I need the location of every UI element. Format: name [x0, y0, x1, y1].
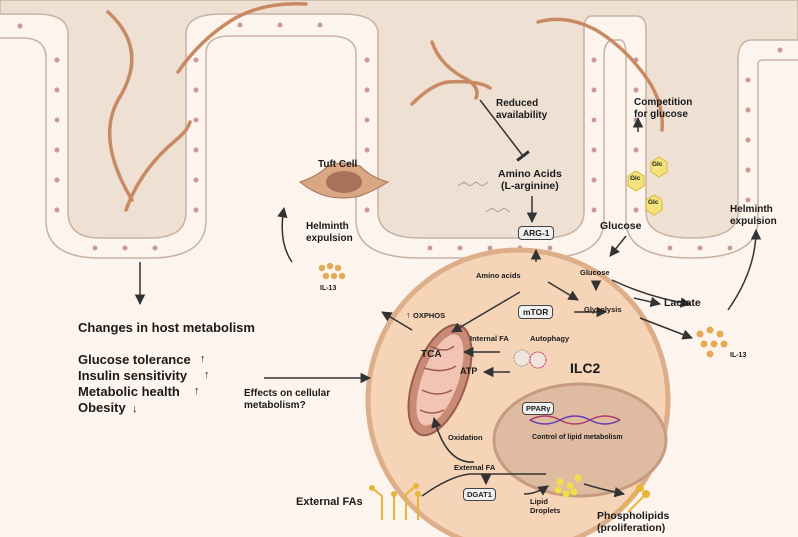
dgat1-box: DGAT1	[463, 488, 496, 501]
arrow-up-icon: ↑	[406, 310, 411, 320]
label-control-lipid: Control of lipid metabolism	[532, 434, 623, 441]
label-tuft-cell: Tuft Cell	[318, 159, 358, 170]
helminth-worms	[106, 2, 664, 212]
label-competition-for-glucose: Competition for glucose	[634, 97, 693, 120]
label-amino-acids-l-arginine: Amino Acids (L-arginine)	[498, 168, 562, 193]
arrow-up-icon: ↑	[194, 385, 200, 397]
il13-dots	[318, 262, 728, 358]
arrow-up-icon: ↑	[204, 369, 210, 381]
label-external-fa-inner: External FA	[454, 463, 496, 472]
phospholipids-shapes	[619, 484, 650, 513]
dna-strand	[529, 415, 621, 425]
label-il13-left: IL-13	[320, 285, 337, 292]
label-ilc2: ILC2	[570, 360, 601, 376]
label-amino-acids-inner: Amino acids	[476, 271, 521, 280]
label-changes-host: Changes in host metabolism	[78, 320, 255, 335]
molecule-glyphs	[457, 181, 511, 213]
label-effects-cellular: Effects on cellular metabolism?	[244, 388, 331, 411]
arg1-box: ARG-1	[518, 226, 555, 240]
tuft-cell-shape	[298, 162, 390, 199]
label-obesity: Obesity	[78, 400, 126, 415]
label-glucose-outer: Glucose	[600, 220, 642, 232]
label-glucose-tolerance: Glucose tolerance	[78, 352, 191, 367]
label-oxidation: Oxidation	[448, 433, 483, 442]
label-autophagy: Autophagy	[530, 334, 570, 343]
label-il13-right: IL-13	[730, 352, 747, 359]
label-phospholipids: Phospholipids (proliferation)	[597, 510, 670, 535]
label-lipid-droplets: Lipid Droplets	[530, 497, 561, 515]
arrows	[134, 99, 762, 498]
label-helminth-expulsion-right: Helminth expulsion	[730, 204, 777, 227]
label-insulin-sensitivity: Insulin sensitivity	[78, 368, 188, 383]
arrow-down-icon: ↓	[132, 403, 138, 415]
epithelium	[0, 0, 798, 259]
ppar-box: PPARγ	[522, 402, 555, 415]
glc-hexagons	[627, 156, 668, 216]
label-lactate: Lactate	[664, 297, 701, 309]
label-metabolic-health: Metabolic health	[78, 384, 180, 399]
label-glc-1: Glc	[652, 161, 663, 168]
label-internal-fa: Internal FA	[470, 334, 509, 343]
label-helminth-expulsion-left: Helminth expulsion	[306, 221, 353, 244]
label-tca: TCA	[421, 349, 442, 360]
label-glycolysis: Glycolysis	[584, 305, 622, 314]
label-reduced-availability: Reduced availability	[496, 98, 548, 121]
lipid-droplets-shapes	[554, 474, 582, 498]
label-glc-3: Glc	[648, 199, 659, 206]
label-glucose-inner: Glucose	[580, 268, 610, 277]
label-glc-2: Glc	[630, 175, 641, 182]
arrow-up-icon: ↑	[200, 353, 206, 365]
autophagy-vesicles	[513, 349, 547, 369]
external-fas-shapes	[369, 483, 421, 520]
label-atp: ATP	[460, 366, 478, 376]
label-oxphos: OXPHOS	[413, 311, 446, 320]
label-external-fas: External FAs	[296, 496, 363, 508]
mtor-box: mTOR	[518, 305, 554, 319]
